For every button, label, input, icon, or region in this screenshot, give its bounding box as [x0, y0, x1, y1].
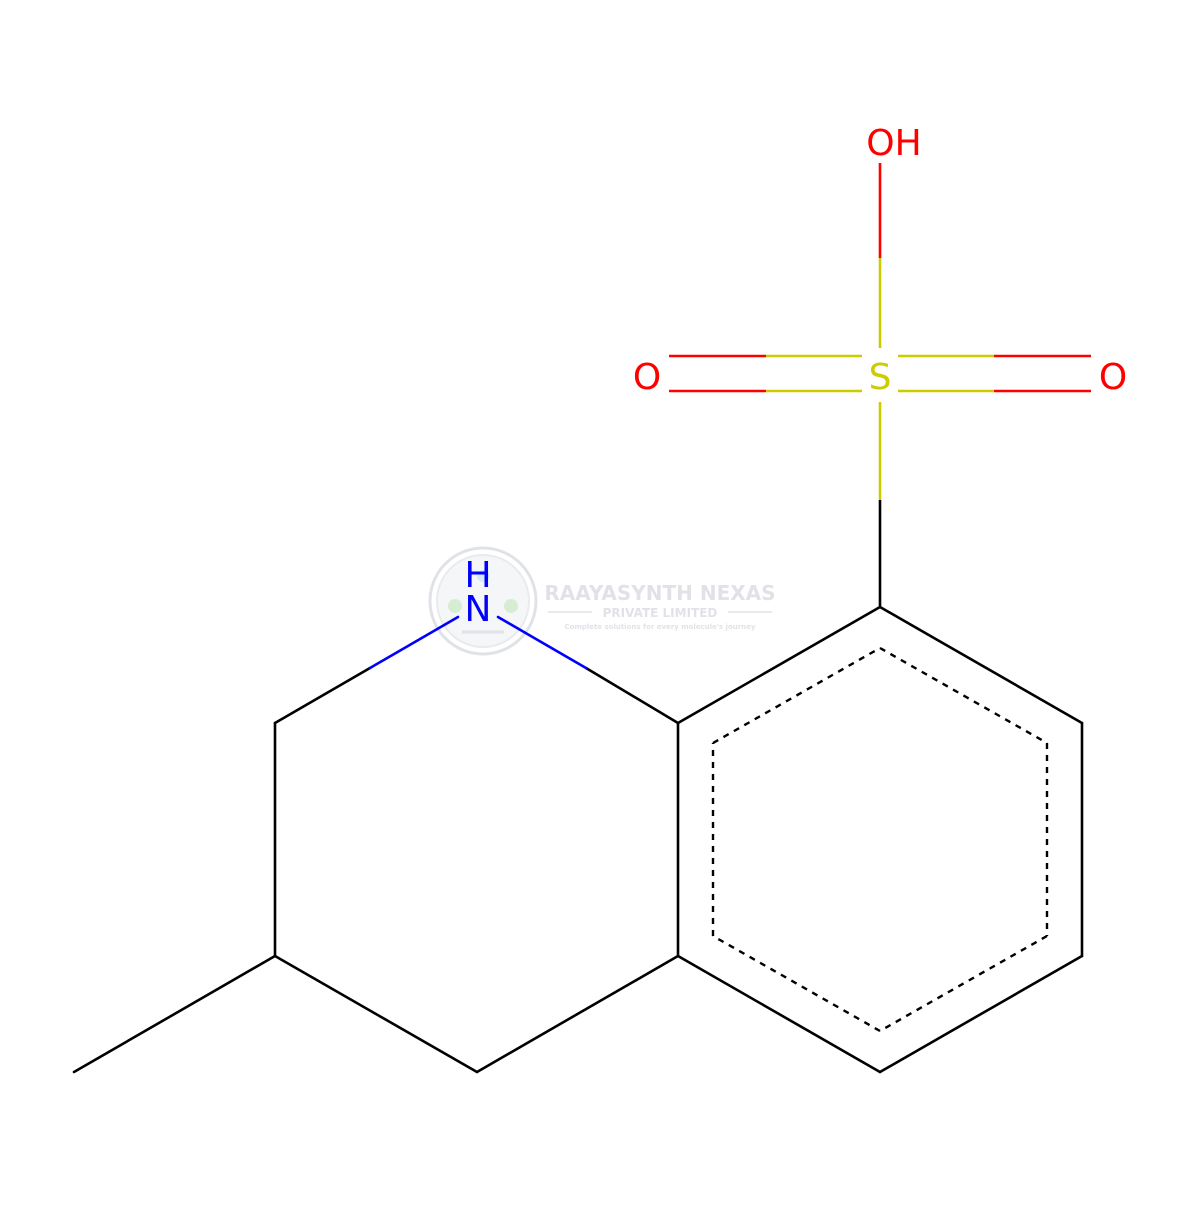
watermark-logo: RAAYASYNTH NEXAS PRIVATE LIMITED Complet…	[428, 546, 776, 656]
bond	[273, 666, 372, 725]
bond	[878, 954, 1084, 1074]
watermark-circle-outer	[428, 546, 538, 656]
bond	[584, 666, 680, 725]
aromatic-ring-dashes	[711, 646, 1049, 1033]
oxygen-right-label: O	[1099, 357, 1127, 398]
piperidine-ring	[72, 666, 680, 1074]
hydroxyl-label: OH	[866, 123, 921, 164]
nitrogen-hydrogen-label: H	[464, 555, 491, 596]
bond	[475, 954, 680, 1074]
watermark-subtitle: PRIVATE LIMITED	[603, 606, 718, 620]
nitrogen-bonds	[368, 615, 588, 670]
bond	[712, 646, 881, 745]
bond	[496, 615, 588, 670]
methyl-bond	[72, 954, 277, 1074]
bond	[676, 954, 882, 1074]
bond	[879, 646, 1048, 745]
watermark-tagline: Complete solutions for every molecule's …	[565, 623, 756, 631]
benzene-ring	[676, 605, 1084, 1074]
bond	[273, 954, 479, 1074]
bond	[676, 605, 882, 725]
watermark-molecule-icon	[448, 599, 462, 613]
bond	[712, 934, 881, 1033]
oxygen-left-label: O	[633, 357, 661, 398]
nitrogen-label: N	[465, 589, 492, 630]
bond	[368, 615, 460, 670]
sulfur-label: S	[869, 357, 892, 398]
watermark-company: RAAYASYNTH NEXAS	[544, 581, 775, 605]
bond	[878, 605, 1084, 725]
bond	[879, 934, 1048, 1033]
sulfonic-acid-bonds	[669, 163, 1091, 607]
watermark-circle-inner	[436, 554, 530, 648]
